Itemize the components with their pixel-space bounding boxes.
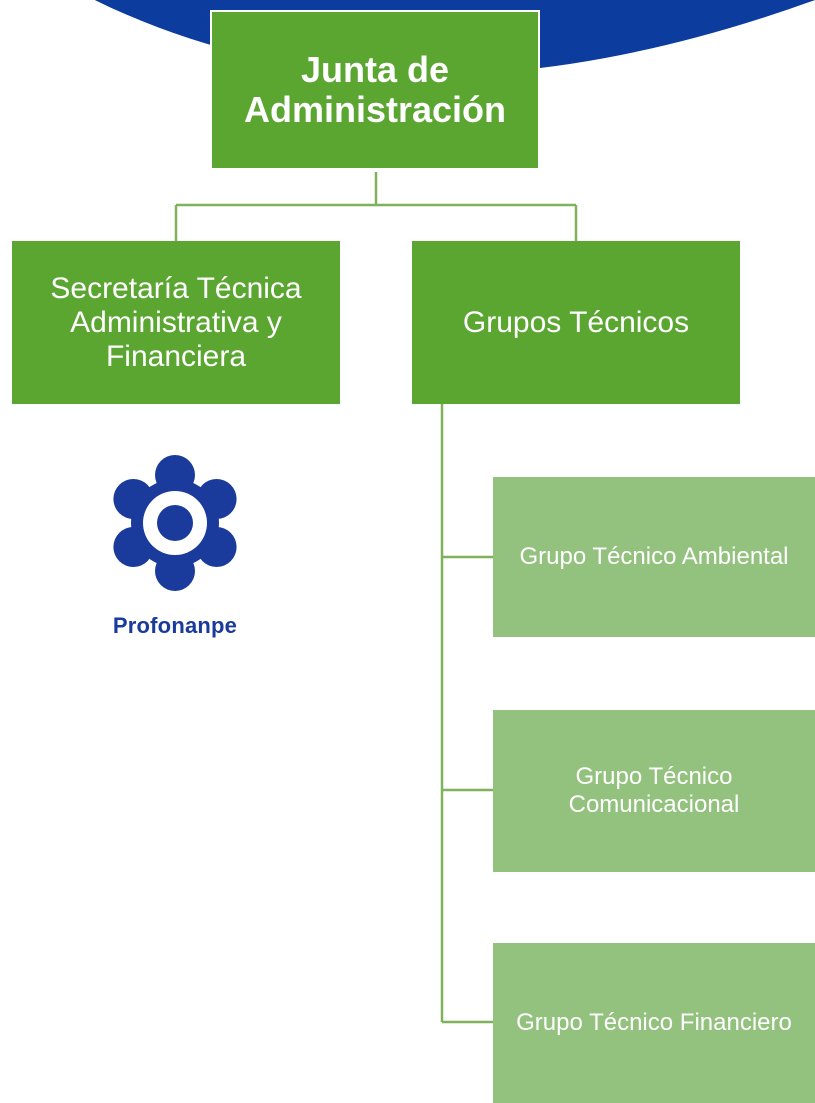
node-grupo-ambiental: Grupo Técnico Ambiental: [493, 477, 815, 637]
node-grupos-label: Grupos Técnicos: [462, 305, 690, 339]
node-financiero-label: Grupo Técnico Financiero: [516, 1009, 792, 1036]
node-grupos-tecnicos: Grupos Técnicos: [412, 241, 740, 404]
node-secretaria-label: Secretaría Técnica Administrativa y Fina…: [50, 271, 302, 373]
node-junta-administracion: Junta de Administración: [210, 10, 540, 170]
node-grupo-financiero: Grupo Técnico Financiero: [493, 943, 815, 1103]
profonanpe-logo-text: Profonanpe: [112, 613, 238, 638]
node-ambiental-label: Grupo Técnico Ambiental: [519, 543, 789, 570]
node-grupo-comunicacional: Grupo Técnico Comunicacional: [493, 710, 815, 872]
profonanpe-flower-icon: [113, 455, 237, 591]
node-comunicacional-label: Grupo Técnico Comunicacional: [568, 763, 740, 818]
node-junta-label: Junta de Administración: [243, 49, 507, 130]
node-secretaria-tecnica: Secretaría Técnica Administrativa y Fina…: [12, 241, 340, 404]
profonanpe-logo: Profonanpe: [95, 455, 255, 655]
